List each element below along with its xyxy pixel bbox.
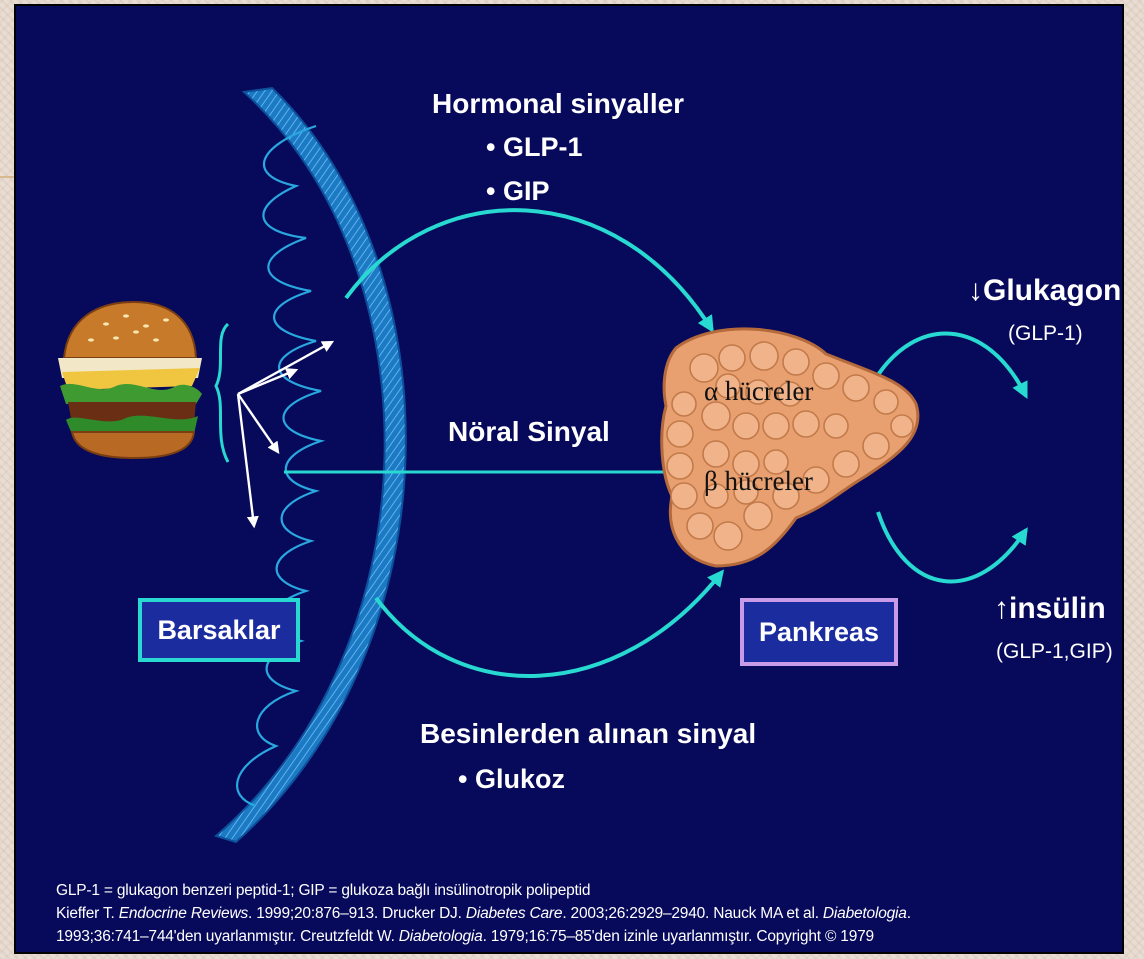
hormonal-signal-arrow [346,210,712,330]
neural-title: Nöral Sinyal [448,416,610,448]
footnote-line-1: GLP-1 = glukagon benzeri peptid-1; GIP =… [56,882,590,900]
hormonal-title: Hormonal sinyaller [432,88,684,120]
nutrient-title: Besinlerden alınan sinyal [420,718,756,750]
insulin-arrow [878,512,1026,581]
beta-cells-label: β hücreler [704,466,813,497]
nutrient-signal-arrow [376,572,722,676]
glucagon-text: Glukagon [983,274,1121,307]
intestine-wall [216,88,406,842]
pancreas-box: Pankreas [740,598,898,666]
burger-illustration [58,302,202,458]
insulin-text: insülin [1009,592,1106,625]
footnote-line-3: 1993;36:741–744'den uyarlanmıştır. Creut… [56,928,874,946]
intestine-villi [237,126,321,806]
hormonal-item-glp1: • GLP-1 [486,132,582,163]
intestine-box: Barsaklar [138,598,300,662]
nutrient-item-glucose: • Glukoz [458,764,565,795]
hormonal-item-gip: • GIP [486,176,549,207]
down-arrow-icon: ↓ [968,274,983,307]
glucagon-label: ↓Glukagon [968,274,1121,308]
lumen-bracket [216,324,228,462]
footnote-line-2: Kieffer T. Endocrine Reviews. 1999;20:87… [56,905,911,923]
nutrient-arrows [238,342,332,526]
insulin-label: ↑insülin [994,592,1106,626]
glucagon-sub: (GLP-1) [1008,322,1083,346]
insulin-sub: (GLP-1,GIP) [996,640,1113,664]
slide: Hormonal sinyaller • GLP-1 • GIP Nöral S… [14,4,1124,954]
alpha-cells-label: α hücreler [704,376,813,407]
up-arrow-icon: ↑ [994,592,1009,625]
pancreas-illustration [662,329,918,566]
neural-signal-line [284,452,688,492]
